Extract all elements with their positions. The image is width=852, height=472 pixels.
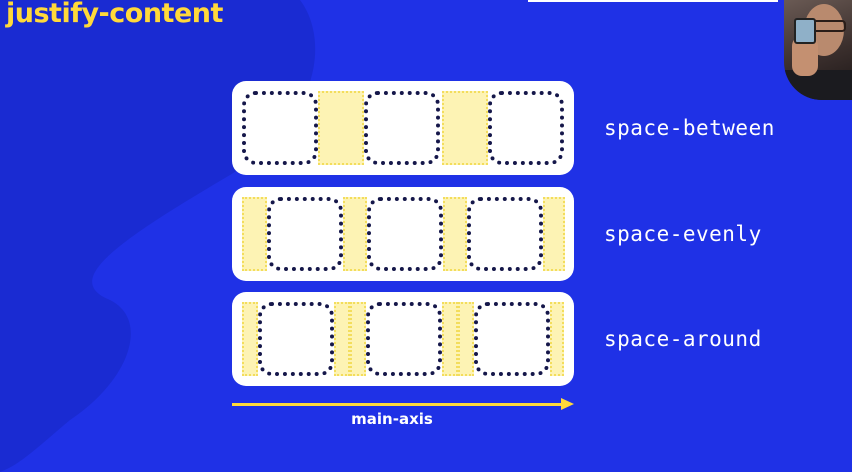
flex-item	[474, 302, 550, 376]
free-space	[242, 302, 258, 376]
arrow-right-icon	[561, 398, 574, 410]
row-label-space-between: space-between	[604, 116, 775, 140]
row-label-space-evenly: space-evenly	[604, 222, 762, 246]
flex-item	[364, 91, 440, 165]
flex-item	[488, 91, 564, 165]
flex-row-space-between	[232, 81, 574, 175]
free-space	[350, 302, 366, 376]
flex-item	[258, 302, 334, 376]
flex-item	[366, 302, 442, 376]
webcam-phone	[794, 18, 816, 44]
row-label-space-around: space-around	[604, 327, 762, 351]
free-space	[242, 197, 267, 271]
presenter-webcam	[784, 0, 852, 100]
free-space	[442, 91, 488, 165]
webcam-shirt	[784, 70, 852, 100]
free-space	[442, 302, 458, 376]
flex-row-space-evenly	[232, 187, 574, 281]
free-space	[318, 91, 364, 165]
flex-item	[467, 197, 543, 271]
free-space	[550, 302, 564, 376]
flex-item	[367, 197, 443, 271]
free-space	[443, 197, 467, 271]
free-space	[334, 302, 350, 376]
main-axis-label: main-axis	[351, 410, 433, 428]
flex-item	[242, 91, 318, 165]
free-space	[343, 197, 367, 271]
slide-title: justify-content	[6, 0, 223, 29]
flex-row-space-around	[232, 292, 574, 386]
top-divider	[528, 0, 778, 2]
free-space	[543, 197, 565, 271]
free-space	[458, 302, 474, 376]
flex-item	[267, 197, 343, 271]
main-axis-line	[232, 403, 562, 406]
